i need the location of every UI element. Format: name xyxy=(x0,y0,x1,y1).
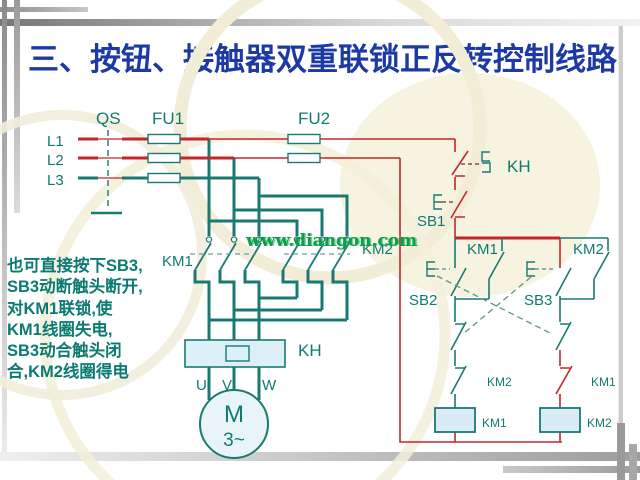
watermark-text: www.diangon.com xyxy=(246,231,418,251)
right-edge-line xyxy=(618,26,623,423)
sb3-label: SB3 xyxy=(524,292,552,309)
km2-interlock-label: KM2 xyxy=(487,375,512,389)
top-accent-bar-thin xyxy=(0,7,88,12)
km2-main-label: KM2 xyxy=(362,241,393,258)
annotation-note: 也可直接按下SB3, SB3动断触头断开, 对KM1联锁,使 KM1线圈失电, … xyxy=(7,256,157,384)
terminal-u-label: U xyxy=(196,377,207,394)
left-accent-bar-outer xyxy=(2,0,7,460)
km1-coil xyxy=(434,407,476,433)
terminal-w-label: W xyxy=(262,377,277,394)
top-accent-bar xyxy=(0,19,640,26)
phase-label-l1: L1 xyxy=(47,133,64,150)
page-title: 三、按钮、接触器双重联锁正反转控制线路 xyxy=(28,42,617,77)
km1-interlock-label: KM1 xyxy=(591,375,616,389)
sb1-label: SB1 xyxy=(417,213,445,230)
control-wiring-red xyxy=(399,139,573,443)
note-line: KM1线圈失电, xyxy=(7,320,113,339)
km1-main-label: KM1 xyxy=(162,253,193,270)
kh-thermal-relay xyxy=(184,339,286,368)
km1-coil-label: KM1 xyxy=(482,416,507,430)
bottom-right-vbar-1 xyxy=(617,423,625,480)
kh-contact-label: KH xyxy=(507,157,531,176)
power-wiring xyxy=(78,139,349,400)
fuse-fu2 xyxy=(287,133,321,164)
sb1-button-symbol xyxy=(433,194,453,210)
qs-switch xyxy=(91,130,122,215)
sb2-button-symbol xyxy=(426,261,450,277)
button-linkage-dashes xyxy=(436,275,551,335)
motor-m-label: M xyxy=(224,401,244,428)
km2-coil-label: KM2 xyxy=(587,416,612,430)
terminal-v-label: V xyxy=(222,377,232,394)
bottom-accent-bar-2 xyxy=(503,466,640,473)
km2-aux-label: KM2 xyxy=(573,241,604,258)
red-phase-lines xyxy=(78,137,455,179)
km1-aux-label: KM1 xyxy=(467,241,498,258)
bottom-right-vbar-2 xyxy=(629,444,637,480)
note-line: 对KM1联锁,使 xyxy=(7,299,113,318)
bottom-accent-bar xyxy=(0,452,640,461)
sb2-label: SB2 xyxy=(409,292,437,309)
motor-3ph-label: 3~ xyxy=(223,430,245,451)
fu1-label: FU1 xyxy=(152,109,184,128)
fuse-fu1 xyxy=(147,133,181,184)
phase-label-l2: L2 xyxy=(47,152,64,169)
km2-main-contacts xyxy=(282,236,351,271)
note-line: SB3动断触头断开, xyxy=(7,278,143,297)
kh-contact-symbol xyxy=(461,151,491,173)
sb3-button-symbol xyxy=(526,261,554,277)
note-line: 合,KM2线圈得电 xyxy=(7,363,129,382)
motor: M 3~ xyxy=(199,389,269,459)
km2-coil xyxy=(539,407,581,433)
phase-label-l3: L3 xyxy=(47,172,64,189)
fu2-label: FU2 xyxy=(298,109,330,128)
left-accent-bar-inner xyxy=(14,0,20,213)
note-line: SB3动合触头闭 xyxy=(7,342,122,361)
note-line: 也可直接按下SB3, xyxy=(7,257,143,275)
control-wiring-teal xyxy=(450,237,610,408)
km1-main-contacts xyxy=(190,236,263,271)
kh-relay-label: KH xyxy=(298,341,322,360)
background-swirls xyxy=(0,0,600,480)
qs-label: QS xyxy=(96,109,121,128)
